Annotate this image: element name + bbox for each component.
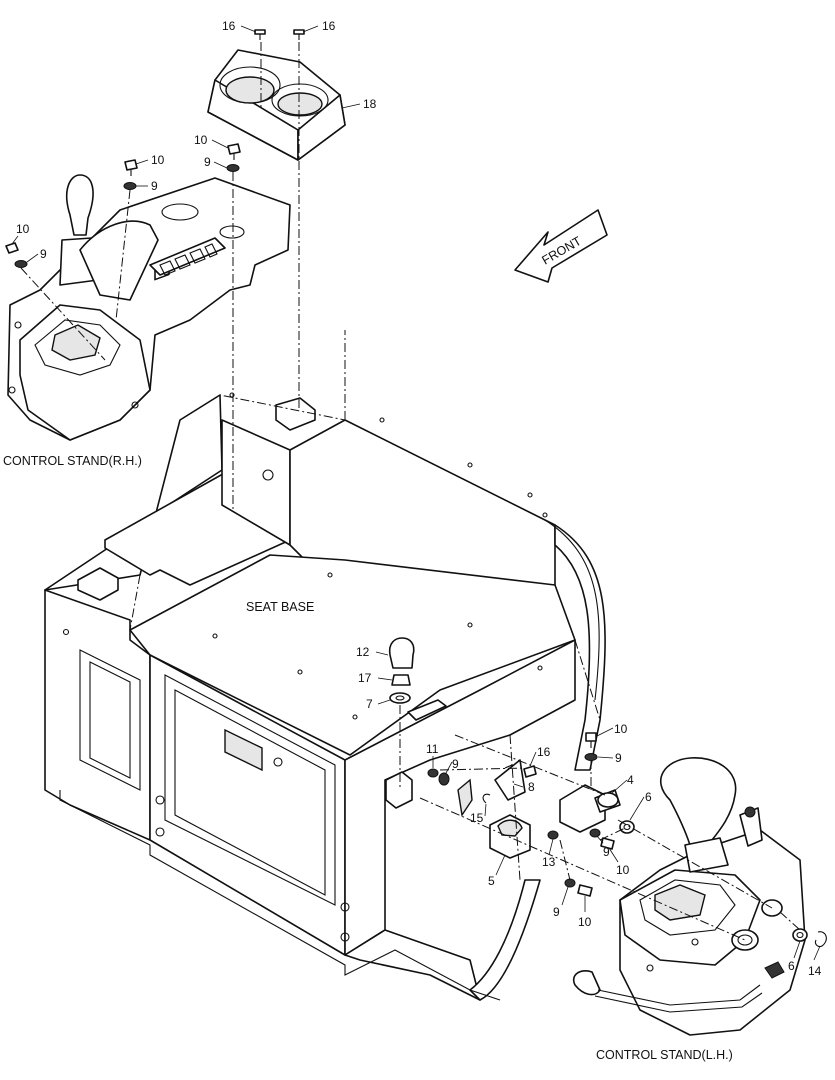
control-stand-lh-label: CONTROL STAND(L.H.) bbox=[596, 1048, 733, 1062]
callout-6: 6 bbox=[788, 959, 795, 973]
callout-10: 10 bbox=[16, 222, 30, 236]
callout-9: 9 bbox=[603, 845, 610, 859]
leader-lines bbox=[11, 25, 821, 961]
control-stand-rh-label: CONTROL STAND(R.H.) bbox=[3, 454, 142, 468]
callout-9: 9 bbox=[204, 155, 211, 169]
callout-5: 5 bbox=[488, 874, 495, 888]
callout-8: 8 bbox=[528, 780, 535, 794]
seat-base-body bbox=[44, 392, 606, 1001]
callout-numbers: 16 16 18 10 9 10 9 10 9 12 17 7 11 9 16 … bbox=[16, 19, 822, 978]
control-stand-rh bbox=[7, 174, 291, 441]
callout-10: 10 bbox=[194, 133, 208, 147]
callout-9: 9 bbox=[452, 757, 459, 771]
callout-10: 10 bbox=[151, 153, 165, 167]
callout-10: 10 bbox=[578, 915, 592, 929]
callout-18: 18 bbox=[363, 97, 377, 111]
control-stand-lh bbox=[573, 757, 806, 1036]
callout-9: 9 bbox=[553, 905, 560, 919]
bolt-10-top bbox=[227, 143, 241, 160]
cup-holder-18 bbox=[207, 49, 346, 161]
callout-9: 9 bbox=[615, 751, 622, 765]
callout-11: 11 bbox=[426, 742, 439, 756]
seat-base-label: SEAT BASE bbox=[246, 600, 314, 614]
callout-9: 9 bbox=[40, 247, 47, 261]
callout-16: 16 bbox=[537, 745, 551, 759]
callout-10: 10 bbox=[616, 863, 630, 877]
callout-12: 12 bbox=[356, 645, 370, 659]
callout-16: 16 bbox=[322, 19, 336, 33]
callout-13: 13 bbox=[542, 855, 556, 869]
front-direction-arrow: FRONT bbox=[514, 209, 608, 283]
callout-7: 7 bbox=[366, 697, 373, 711]
callout-16: 16 bbox=[222, 19, 236, 33]
callout-6: 6 bbox=[645, 790, 652, 804]
callout-15: 15 bbox=[470, 811, 484, 825]
callout-9: 9 bbox=[151, 179, 158, 193]
callout-14: 14 bbox=[808, 964, 822, 978]
callout-17: 17 bbox=[358, 671, 372, 685]
assembly-center-lines bbox=[20, 42, 801, 961]
bolt-10-rh-top bbox=[124, 159, 138, 176]
callout-10: 10 bbox=[614, 722, 628, 736]
callout-4: 4 bbox=[627, 773, 634, 787]
bolt-10-rh-left bbox=[5, 242, 19, 254]
